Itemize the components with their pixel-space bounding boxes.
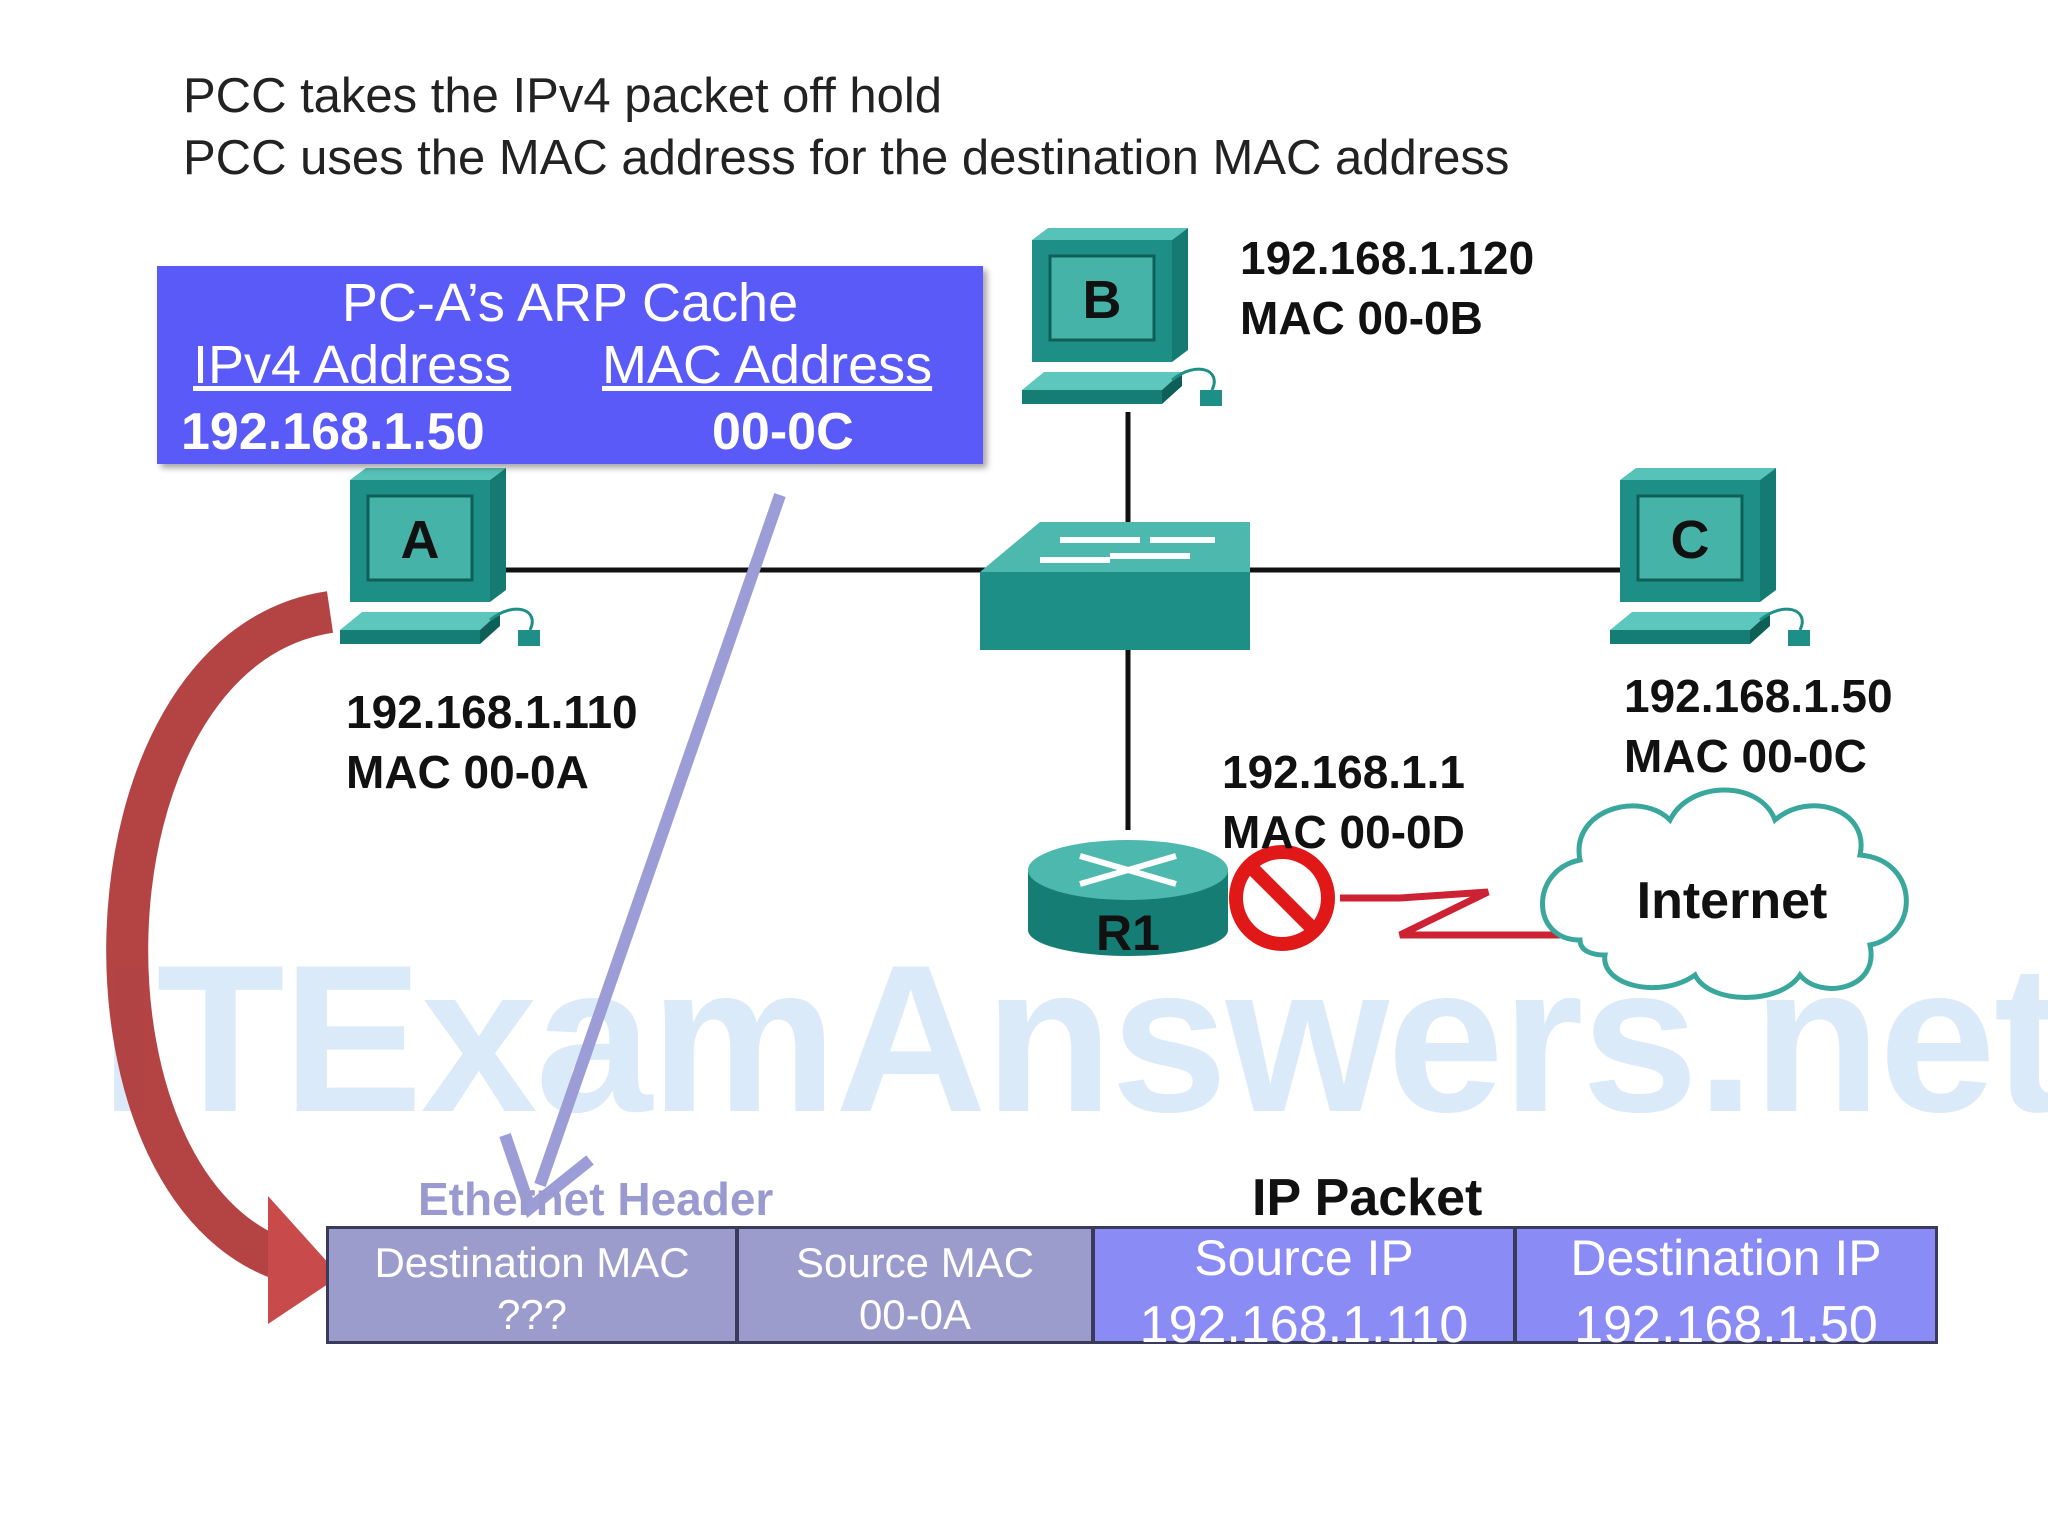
arp-cache-title: PC-A’s ARP Cache	[341, 273, 799, 333]
ip-packet-label: IP Packet	[1252, 1169, 1483, 1227]
pc-b-ip: 192.168.1.120	[1240, 232, 1535, 284]
pc-b-label: 192.168.1.120 MAC 00-0B	[1240, 228, 1534, 348]
pc-b-mac: MAC 00-0B	[1240, 292, 1483, 344]
dst-ip-label: Destination IP	[1570, 1230, 1882, 1286]
dst-ip-cell: Destination IP 192.168.1.50	[1514, 1226, 1938, 1354]
dest-mac-label: Destination MAC	[374, 1239, 690, 1286]
pc-b-letter: B	[1083, 270, 1122, 330]
pc-a-mac: MAC 00-0A	[346, 746, 589, 798]
pc-c-letter: C	[1671, 510, 1710, 570]
pc-c-icon: C	[1608, 466, 1812, 648]
serial-link	[1340, 888, 1560, 939]
switch-icon	[980, 522, 1250, 650]
src-ip-label: Source IP	[1194, 1230, 1414, 1286]
router-label: 192.168.1.1 MAC 00-0D	[1222, 742, 1465, 862]
src-mac-cell: Source MAC 00-0A	[736, 1226, 1094, 1344]
dest-mac-cell: Destination MAC ???	[326, 1226, 738, 1344]
dest-mac-value: ???	[496, 1291, 568, 1338]
ethernet-header-label: Ethernet Header	[418, 1173, 774, 1225]
cloud-label: Internet	[1637, 872, 1828, 930]
router-r1-icon: R1	[1028, 840, 1228, 961]
src-mac-value: 00-0A	[858, 1291, 972, 1338]
src-ip-value: 192.168.1.110	[1139, 1296, 1469, 1354]
straight-arrow	[499, 493, 786, 1219]
pc-c-mac: MAC 00-0C	[1624, 730, 1867, 782]
arp-col-mac: MAC Address	[602, 335, 933, 395]
curved-arrow	[106, 591, 340, 1324]
router-mac: MAC 00-0D	[1222, 806, 1465, 858]
pc-a-label: 192.168.1.110 MAC 00-0A	[346, 682, 638, 802]
pc-a-icon: A	[338, 466, 542, 648]
src-ip-cell: Source IP 192.168.1.110	[1092, 1226, 1516, 1354]
arp-col-ipv4: IPv4 Address	[193, 335, 512, 395]
arp-cache-table: PC-A’s ARP Cache IPv4 Address MAC Addres…	[157, 266, 983, 464]
pc-a-ip: 192.168.1.110	[346, 686, 638, 738]
router-name: R1	[1096, 905, 1160, 961]
pc-a-letter: A	[401, 510, 440, 570]
pc-c-label: 192.168.1.50 MAC 00-0C	[1624, 666, 1893, 786]
arp-row-mac: 00-0C	[712, 403, 854, 461]
pc-b-icon: B	[1020, 226, 1224, 408]
arp-row-ip: 192.168.1.50	[181, 403, 485, 461]
cloud-icon: Internet	[1540, 787, 1909, 1000]
dst-ip-value: 192.168.1.50	[1574, 1296, 1878, 1354]
caption-line-2: PCC uses the MAC address for the destina…	[183, 131, 1510, 185]
caption-line-1: PCC takes the IPv4 packet off hold	[183, 69, 943, 123]
router-ip: 192.168.1.1	[1222, 746, 1466, 798]
no-entry-icon	[1229, 845, 1335, 951]
links	[490, 412, 1645, 830]
pc-c-ip: 192.168.1.50	[1624, 670, 1893, 722]
src-mac-label: Source MAC	[795, 1239, 1035, 1286]
